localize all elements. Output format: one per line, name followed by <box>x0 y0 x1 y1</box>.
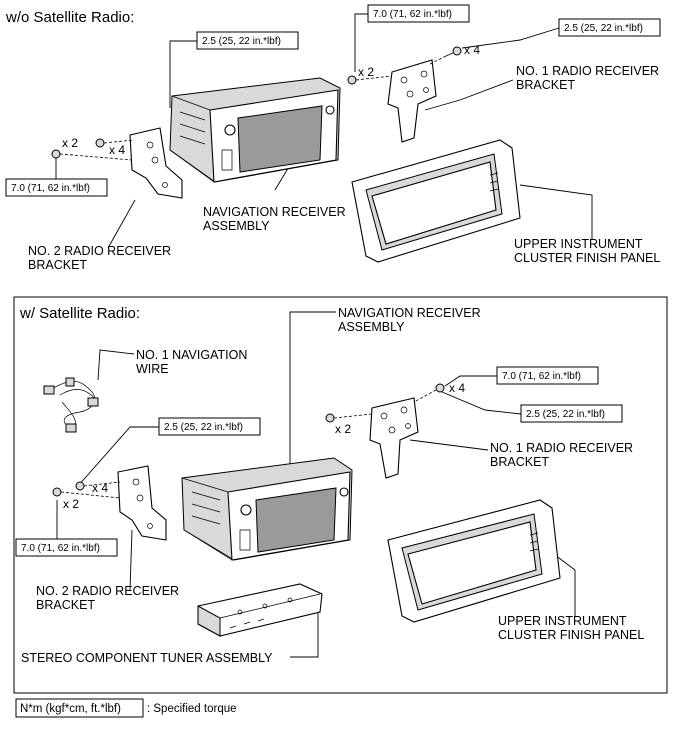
bolt-icon-top-right-b <box>445 46 462 57</box>
label-navigation-receiver-top: NAVIGATION RECEIVER ASSEMBLY <box>203 205 346 233</box>
qty-x4-top-right: x 4 <box>464 43 480 57</box>
svg-text:7.0 (71, 62 in.*lbf): 7.0 (71, 62 in.*lbf) <box>373 9 452 20</box>
svg-text:2.5 (25, 22 in.*lbf): 2.5 (25, 22 in.*lbf) <box>202 36 281 47</box>
svg-text:NO. 1 RADIO RECEIVER: NO. 1 RADIO RECEIVER <box>516 64 659 78</box>
bolt-icon-bottom-left-b <box>75 481 85 491</box>
torque-box-7-0-bottom-left: 7.0 (71, 62 in.*lbf) <box>15 538 118 557</box>
label-no1-radio-bracket-bottom: NO. 1 RADIO RECEIVER BRACKET <box>490 441 633 469</box>
label-no2-radio-bracket-top: NO. 2 RADIO RECEIVER BRACKET <box>28 244 171 272</box>
bolt-icon-bottom-right-a <box>325 413 335 423</box>
qty-x4-bottom-left: x 4 <box>92 481 108 495</box>
torque-box-2-5-top-nav: 2.5 (25, 22 in.*lbf) <box>196 31 299 50</box>
navigation-receiver-assembly-top <box>169 77 341 183</box>
legend-torque-unit: N*m (kgf*cm, ft.*lbf) <box>15 698 144 718</box>
svg-text:2.5 (25, 22 in.*lbf): 2.5 (25, 22 in.*lbf) <box>164 422 243 433</box>
qty-x2-top-left: x 2 <box>62 136 78 150</box>
no2-radio-bracket-bottom <box>117 465 167 541</box>
svg-text:NO. 1 NAVIGATION: NO. 1 NAVIGATION <box>136 348 247 362</box>
qty-x4-top-left: x 4 <box>109 143 125 157</box>
svg-text:NO. 1 RADIO RECEIVER: NO. 1 RADIO RECEIVER <box>490 441 633 455</box>
svg-text:NAVIGATION RECEIVER: NAVIGATION RECEIVER <box>203 205 346 219</box>
no1-radio-bracket-top <box>387 59 437 143</box>
svg-text:NO. 2 RADIO RECEIVER: NO. 2 RADIO RECEIVER <box>36 584 179 598</box>
label-no1-radio-bracket-top: NO. 1 RADIO RECEIVER BRACKET <box>516 64 659 92</box>
svg-text:7.0 (71, 62 in.*lbf): 7.0 (71, 62 in.*lbf) <box>11 183 90 194</box>
section-frame-with-satellite <box>13 296 668 694</box>
stereo-component-tuner-assembly <box>197 583 323 637</box>
bolt-icon-top-left-a <box>51 149 61 159</box>
navigation-receiver-assembly-bottom <box>181 457 353 561</box>
qty-x4-bottom-right: x 4 <box>449 381 465 395</box>
svg-text:CLUSTER FINISH PANEL: CLUSTER FINISH PANEL <box>498 628 644 642</box>
svg-text:ASSEMBLY: ASSEMBLY <box>203 219 270 233</box>
label-no2-radio-bracket-bottom: NO. 2 RADIO RECEIVER BRACKET <box>36 584 179 612</box>
torque-box-2-5-bottom-left: 2.5 (25, 22 in.*lbf) <box>158 417 261 436</box>
qty-x2-top-right: x 2 <box>358 65 374 79</box>
torque-box-7-0-bottom-right: 7.0 (71, 62 in.*lbf) <box>496 366 599 385</box>
upper-cluster-finish-panel-bottom <box>387 499 561 623</box>
svg-text:ASSEMBLY: ASSEMBLY <box>338 320 405 334</box>
bolt-icon-bottom-left-a <box>52 487 62 497</box>
qty-x2-bottom-left: x 2 <box>63 497 79 511</box>
torque-box-2-5-top-right: 2.5 (25, 22 in.*lbf) <box>558 18 661 37</box>
qty-x2-bottom-right: x 2 <box>335 422 351 436</box>
torque-box-7-0-top-left: 7.0 (71, 62 in.*lbf) <box>5 178 108 197</box>
svg-text:BRACKET: BRACKET <box>28 258 87 272</box>
svg-text:7.0 (71, 62 in.*lbf): 7.0 (71, 62 in.*lbf) <box>21 543 100 554</box>
legend-specified-torque-text: : Specified torque <box>147 703 237 715</box>
section-title-without-satellite: w/o Satellite Radio: <box>5 9 134 26</box>
svg-text:2.5 (25, 22 in.*lbf): 2.5 (25, 22 in.*lbf) <box>564 23 643 34</box>
svg-text:BRACKET: BRACKET <box>516 78 575 92</box>
svg-text:NAVIGATION RECEIVER: NAVIGATION RECEIVER <box>338 306 481 320</box>
bolt-icon-bottom-right-b <box>435 383 445 393</box>
svg-text:UPPER INSTRUMENT: UPPER INSTRUMENT <box>514 237 643 251</box>
svg-text:WIRE: WIRE <box>136 362 169 376</box>
upper-cluster-finish-panel-top <box>351 139 521 263</box>
svg-text:NO. 2 RADIO RECEIVER: NO. 2 RADIO RECEIVER <box>28 244 171 258</box>
svg-text:BRACKET: BRACKET <box>36 598 95 612</box>
navigation-wire-harness <box>43 377 99 433</box>
svg-text:UPPER INSTRUMENT: UPPER INSTRUMENT <box>498 614 627 628</box>
svg-text:2.5 (25, 22 in.*lbf): 2.5 (25, 22 in.*lbf) <box>526 409 605 420</box>
label-upper-cluster-panel-bottom: UPPER INSTRUMENT CLUSTER FINISH PANEL <box>498 614 644 642</box>
svg-text:N*m (kgf*cm, ft.*lbf): N*m (kgf*cm, ft.*lbf) <box>20 703 121 715</box>
label-stereo-tuner-assembly: STEREO COMPONENT TUNER ASSEMBLY <box>21 651 273 665</box>
torque-box-2-5-bottom-right: 2.5 (25, 22 in.*lbf) <box>520 404 623 423</box>
label-no1-navigation-wire: NO. 1 NAVIGATION WIRE <box>136 348 247 376</box>
section-title-with-satellite: w/ Satellite Radio: <box>19 305 140 322</box>
torque-box-7-0-top-right: 7.0 (71, 62 in.*lbf) <box>367 4 470 23</box>
svg-text:7.0 (71, 62 in.*lbf): 7.0 (71, 62 in.*lbf) <box>502 371 581 382</box>
label-upper-cluster-panel-top: UPPER INSTRUMENT CLUSTER FINISH PANEL <box>514 237 660 265</box>
bolt-icon-top-right-a <box>347 75 357 85</box>
svg-text:CLUSTER FINISH PANEL: CLUSTER FINISH PANEL <box>514 251 660 265</box>
bolt-icon-top-left-b <box>95 138 105 148</box>
label-navigation-receiver-bottom: NAVIGATION RECEIVER ASSEMBLY <box>338 306 481 334</box>
svg-text:BRACKET: BRACKET <box>490 455 549 469</box>
no2-radio-bracket-top <box>129 127 183 199</box>
no1-radio-bracket-bottom <box>369 397 419 479</box>
